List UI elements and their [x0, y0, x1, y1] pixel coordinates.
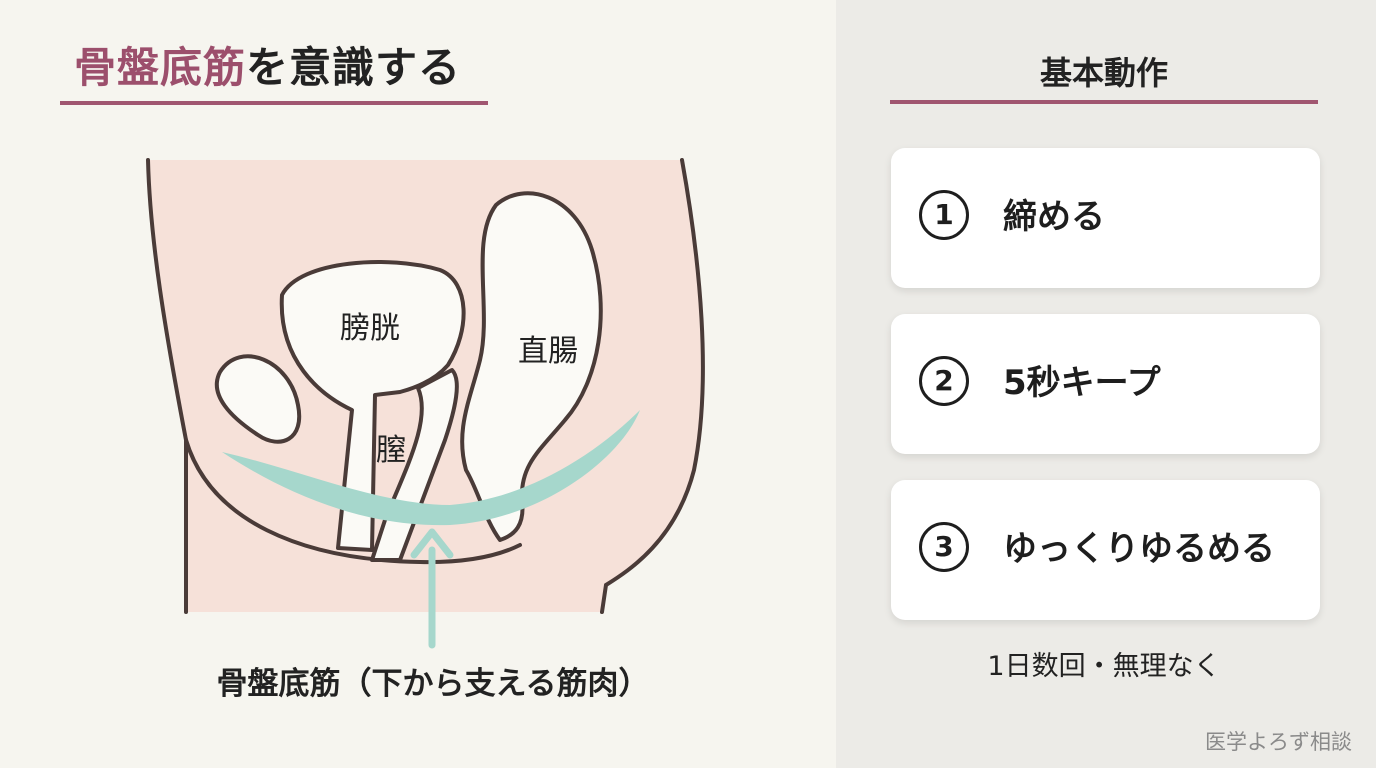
step-card-1: 1 締める — [891, 148, 1320, 288]
step-label-2: 5秒キープ — [1003, 363, 1161, 403]
title-rest: を意識する — [246, 43, 462, 92]
rectum — [460, 191, 603, 542]
page-title: 骨盤底筋を意識する — [74, 38, 461, 98]
watermark: 医学よろず相談 — [1205, 730, 1352, 754]
steps-underline — [890, 100, 1318, 104]
step-label-1: 締める — [1003, 197, 1105, 237]
body-outline-left — [146, 158, 522, 565]
title-underline — [60, 101, 488, 105]
body-outline-right — [600, 158, 705, 614]
label-bladder: 膀胱 — [340, 311, 400, 346]
pelvic-floor-muscle — [222, 410, 640, 526]
pelvic-diagram: 膀胱 膣 直腸 — [146, 158, 705, 649]
step-card-3: 3 ゆっくりゆるめる — [891, 480, 1320, 620]
label-rectum: 直腸 — [518, 334, 578, 369]
bladder — [279, 260, 466, 552]
step-number-2: 2 — [919, 356, 969, 406]
diagram-caption: 骨盤底筋（下から支える筋肉） — [216, 666, 650, 702]
title-accent: 骨盤底筋 — [74, 43, 247, 92]
step-label-3: ゆっくりゆるめる — [1003, 529, 1275, 569]
step-number-3: 3 — [919, 522, 969, 572]
step-card-2: 2 5秒キープ — [891, 314, 1320, 454]
steps-title: 基本動作 — [1039, 54, 1168, 92]
frequency-note: 1日数回・無理なく — [987, 651, 1221, 682]
pubic-bone — [214, 354, 302, 444]
label-vagina: 膣 — [376, 433, 406, 468]
step-number-1: 1 — [919, 190, 969, 240]
support-arrow-head — [410, 528, 454, 559]
